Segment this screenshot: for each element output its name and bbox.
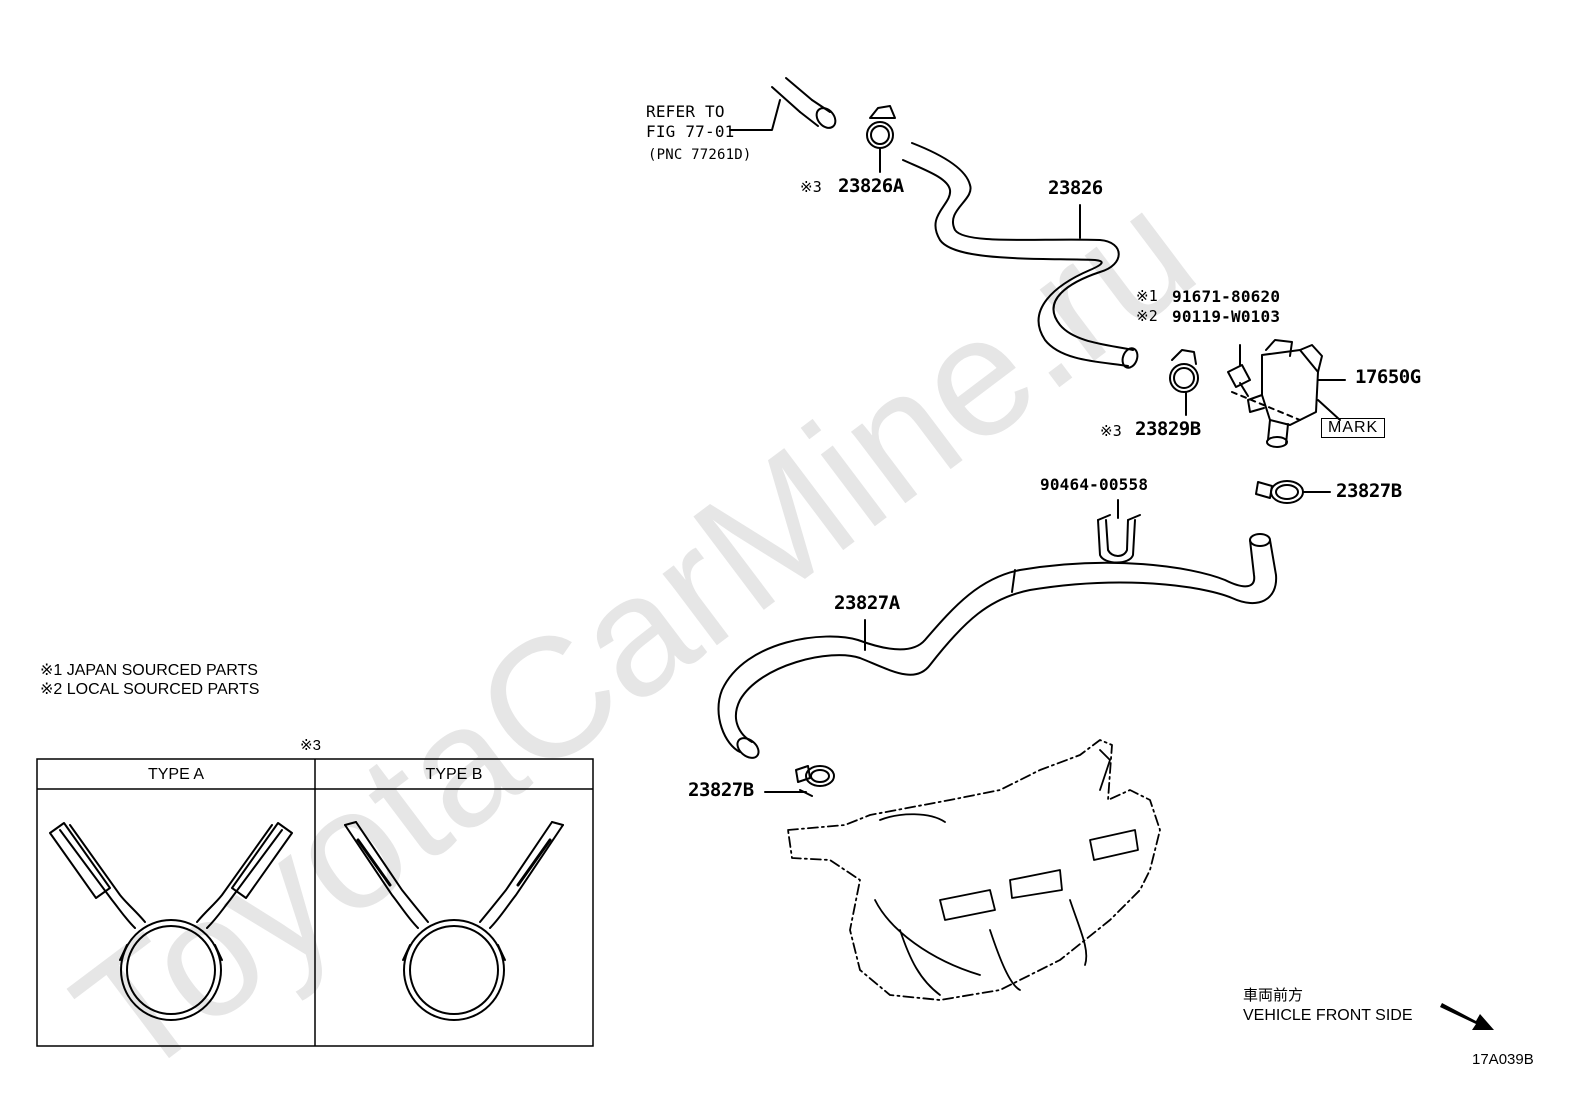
label-23827a: 23827A	[834, 592, 900, 614]
intake-manifold	[787, 739, 1161, 1001]
direction-jp: 車両前方	[1243, 986, 1304, 1004]
refer-line-2: FIG 77-01	[646, 122, 735, 141]
clamp-table	[36, 758, 594, 1047]
mark-box: MARK	[1321, 418, 1386, 438]
label-90464: 90464-00558	[1040, 475, 1149, 494]
mark-90119: ※2	[1136, 307, 1158, 325]
clamp-23827b-top	[1255, 480, 1331, 504]
vsv-17650g	[1247, 339, 1346, 448]
clamp-type-b-drawing	[344, 821, 564, 1021]
bolt-91671	[1227, 344, 1301, 421]
vehicle-front-arrow	[1440, 1003, 1494, 1030]
clamp-type-a-drawing	[49, 822, 293, 1021]
legend-note-1: ※1 JAPAN SOURCED PARTS	[40, 662, 258, 679]
label-23827b-bottom: 23827B	[688, 779, 754, 801]
refer-pipe	[757, 77, 837, 131]
label-90119: 90119-W0103	[1172, 307, 1281, 326]
refer-line-3: (PNC 77261D)	[648, 147, 752, 163]
label-23826: 23826	[1048, 177, 1103, 199]
label-17650g: 17650G	[1355, 366, 1421, 388]
clamp-23827b-bottom	[764, 765, 835, 797]
figure-id: 17A039B	[1472, 1051, 1534, 1068]
mark-23829b: ※3	[1100, 422, 1122, 440]
clamp-23829b	[1169, 349, 1199, 416]
type-a-title: TYPE A	[147, 766, 205, 783]
mark-23826a: ※3	[800, 178, 822, 196]
clamp-table-mark: ※3	[300, 737, 321, 754]
hose-23827a	[717, 533, 1278, 759]
direction-en: VEHICLE FRONT SIDE	[1243, 1007, 1413, 1024]
label-23827b-top: 23827B	[1336, 480, 1402, 502]
clamp-23826a	[866, 105, 896, 173]
label-91671: 91671-80620	[1172, 287, 1281, 306]
hose-23826	[902, 142, 1139, 369]
label-23829b: 23829B	[1135, 418, 1201, 440]
refer-line-1: REFER TO	[646, 102, 725, 121]
label-23826a: 23826A	[838, 175, 904, 197]
legend-note-2: ※2 LOCAL SOURCED PARTS	[40, 681, 260, 698]
clip-90464	[1097, 499, 1141, 564]
mark-91671: ※1	[1136, 287, 1158, 305]
type-b-title: TYPE B	[425, 766, 483, 783]
